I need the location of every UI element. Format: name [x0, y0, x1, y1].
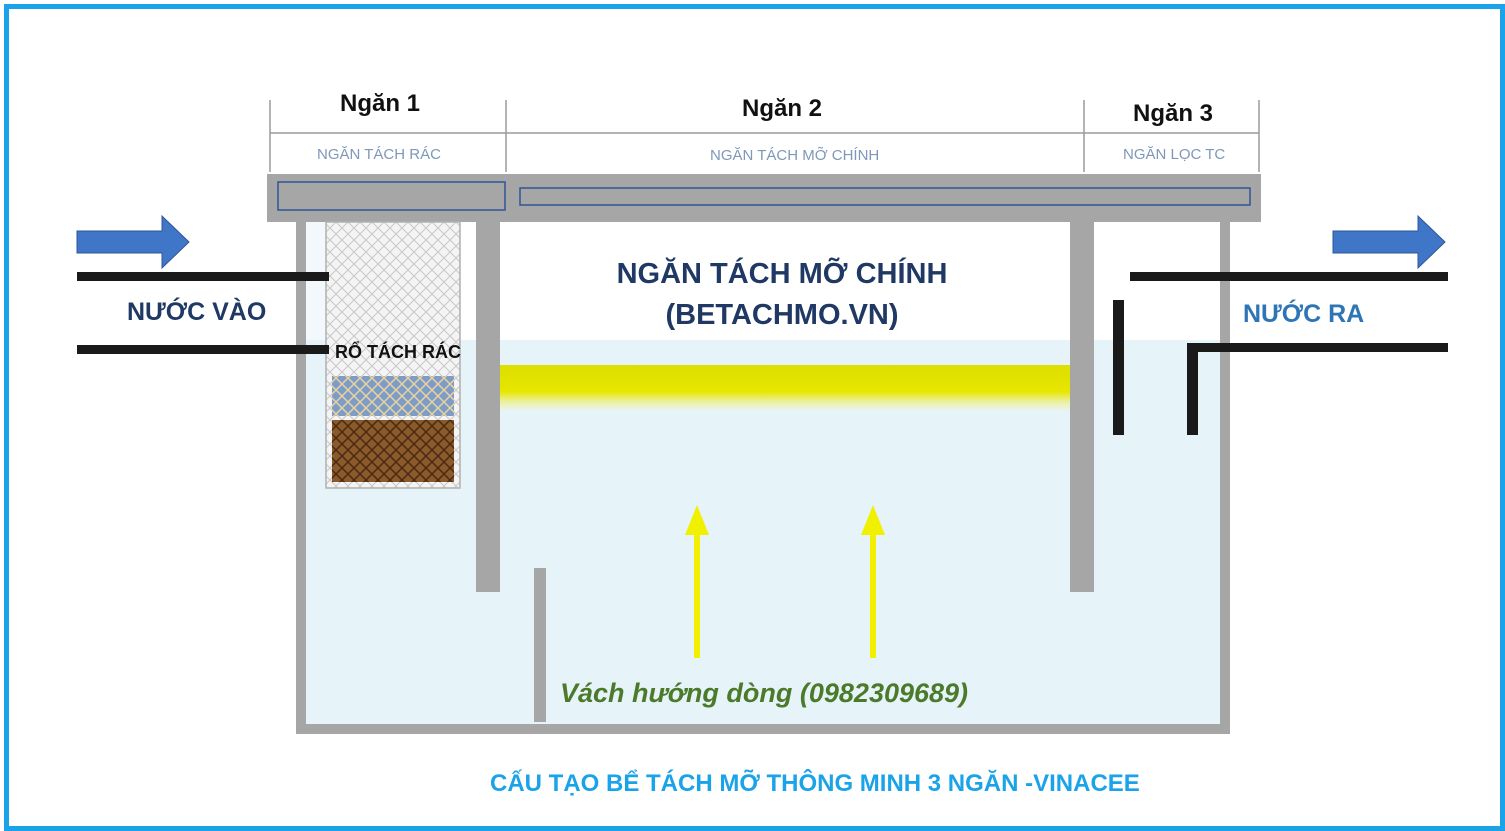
tank-right-wall — [1220, 222, 1230, 734]
compartment-2-subtitle: NGĂN TÁCH MỠ CHÍNH — [710, 147, 880, 164]
basket-debris-blue — [332, 376, 454, 416]
compartment-header — [269, 100, 1260, 172]
outlet-pipe-top — [1130, 272, 1448, 281]
outlet-pipe-drop — [1187, 343, 1198, 435]
diagram-caption: CẤU TẠO BỂ TÁCH MỠ THÔNG MINH 3 NGĂN -VI… — [490, 770, 1140, 797]
inlet-pipe-bottom — [77, 345, 329, 354]
outlet-pipe-bottom — [1187, 343, 1448, 352]
lid-panel-1 — [277, 181, 506, 211]
compartment-1-subtitle: NGĂN TÁCH RÁC — [317, 146, 441, 163]
main-label-line1: NGĂN TÁCH MỠ CHÍNH — [616, 258, 948, 290]
up-arrow-icon — [861, 505, 885, 658]
main-label-line2: (BETACHMO.VN) — [665, 299, 899, 331]
inlet-arrow-icon — [76, 214, 190, 270]
outlet-tee-left — [1113, 300, 1124, 435]
outlet-label: NƯỚC RA — [1243, 300, 1365, 328]
inlet-label: NƯỚC VÀO — [127, 298, 267, 326]
compartment-2-title: Ngăn 2 — [742, 95, 823, 122]
main-compartment-label: NGĂN TÁCH MỠ CHÍNH (BETACHMO.VN) — [600, 258, 964, 332]
flow-guide-wall — [534, 568, 546, 722]
compartment-3-title: Ngăn 3 — [1133, 100, 1214, 127]
lid-panel-2 — [519, 187, 1251, 206]
flow-guide-label: Vách hướng dòng (0982309689) — [560, 678, 969, 708]
compartment-3-subtitle: NGĂN LỌC TC — [1123, 146, 1226, 163]
grease-layer — [500, 365, 1070, 410]
baffle-1 — [476, 222, 500, 592]
up-arrow-icon — [685, 505, 709, 658]
baffle-2 — [1070, 222, 1094, 592]
outlet-arrow-icon — [1332, 214, 1446, 270]
tank-left-wall — [296, 222, 306, 734]
compartment-1-title: Ngăn 1 — [340, 90, 421, 117]
basket-debris-brown — [332, 420, 454, 482]
inlet-pipe-top — [77, 272, 329, 281]
border-frame — [4, 4, 1505, 831]
basket-label: RỔ TÁCH RÁC — [335, 342, 461, 362]
tank-bottom-wall — [296, 724, 1230, 734]
